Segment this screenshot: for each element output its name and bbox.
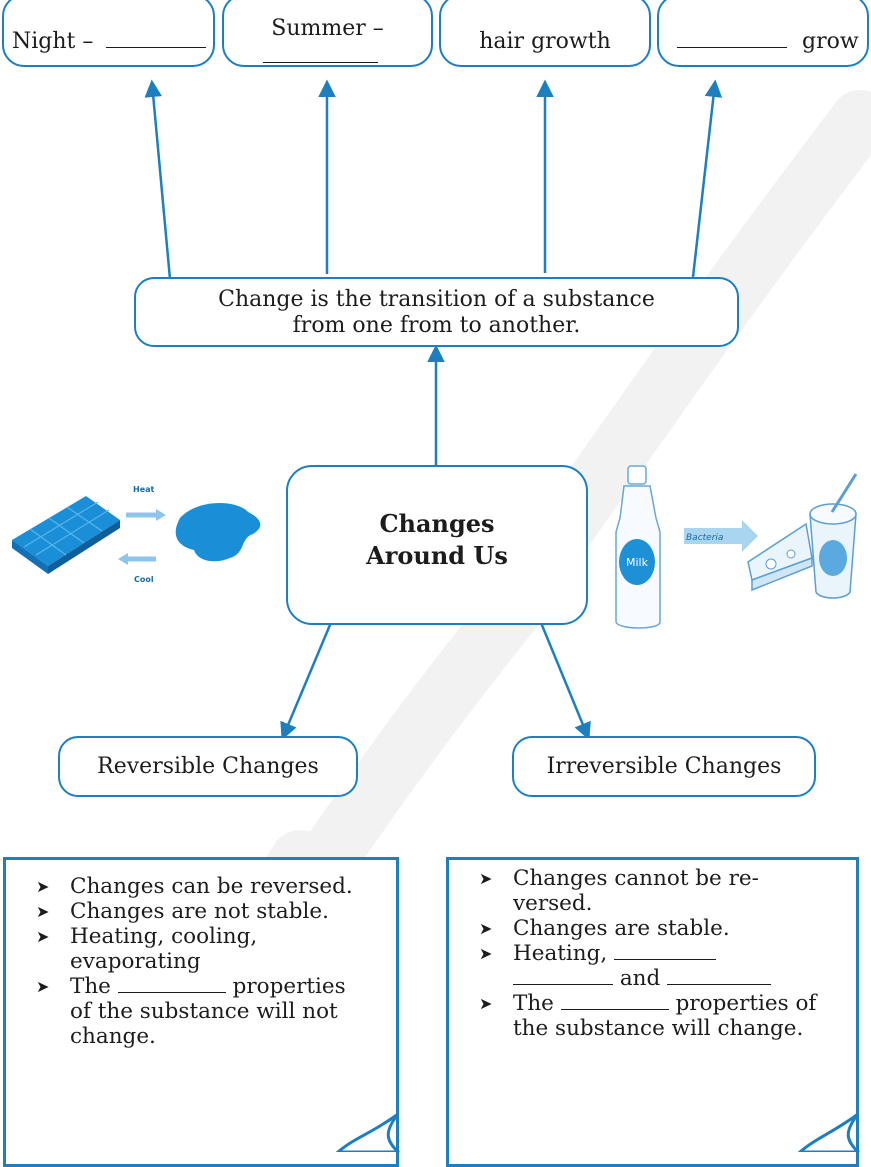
bacteria-label: Bacteria [686, 533, 723, 543]
cheese-icon [747, 522, 813, 592]
list-item: ➤ Changes cannot be re- versed. [479, 866, 759, 916]
milk-to-cheese-illustration: Milk Bacteria [615, 465, 858, 629]
list-item: ➤ The properties of the substance will n… [36, 974, 346, 1049]
irreversible-changes-label: Irreversible Changes [546, 754, 782, 779]
grow-box: grow [657, 0, 869, 67]
hair-growth-box: hair growth [439, 0, 651, 67]
central-title-line-2: Around Us [366, 541, 508, 570]
milk-bottle-icon: Milk [615, 465, 661, 629]
irreversible-changes-box: Irreversible Changes [512, 736, 816, 797]
arrowhead-bullet-icon: ➤ [36, 877, 50, 896]
melting-chocolate-illustration: Heat Cool [12, 485, 261, 584]
page-curl-icon [335, 1112, 401, 1152]
arrowhead-bullet-icon: ➤ [36, 977, 50, 996]
fill-in-blank [513, 966, 613, 985]
list-item: ➤ Changes are not stable. [36, 899, 329, 924]
arrow-to-irreversible [535, 612, 591, 741]
arrow-to-grow [691, 79, 723, 278]
cool-arrow-icon [118, 553, 156, 565]
arrowhead-bullet-icon: ➤ [36, 902, 50, 921]
milk-label: Milk [626, 556, 649, 569]
fill-in-blank [614, 941, 717, 960]
night-blank [106, 29, 207, 48]
page-curl-icon [797, 1112, 861, 1152]
arrow-to-reversible [280, 612, 337, 741]
arrowhead-bullet-icon: ➤ [479, 944, 493, 963]
summer-label: Summer – [271, 16, 384, 41]
arrowhead-bullet-icon: ➤ [479, 869, 493, 888]
bacteria-arrow-icon: Bacteria [684, 520, 758, 552]
fill-in-blank [117, 974, 226, 993]
central-title-line-1: Changes [379, 509, 495, 538]
yogurt-cup-icon [809, 473, 858, 599]
list-item: ➤ Changes are stable. [479, 916, 730, 941]
hair-growth-label: hair growth [479, 29, 611, 54]
arrowhead-bullet-icon: ➤ [479, 994, 493, 1013]
heat-arrow-icon [126, 509, 166, 521]
summer-blank [263, 44, 378, 63]
night-label: Night – [12, 29, 94, 54]
night-box: Night – [2, 0, 215, 67]
chocolate-bar-icon [12, 496, 120, 574]
definition-line-2: from one from to another. [292, 313, 581, 338]
heat-label: Heat [133, 485, 155, 494]
arrow-to-night [144, 79, 172, 280]
grow-blank [677, 29, 787, 48]
summer-box: Summer – [222, 0, 433, 67]
fill-in-blank [560, 991, 669, 1010]
fill-in-blank [667, 966, 772, 985]
list-item: ➤ Heating, and [449, 941, 856, 991]
arrowhead-bullet-icon: ➤ [36, 927, 50, 946]
arrowhead-bullet-icon: ➤ [479, 919, 493, 938]
list-item: ➤ Changes can be reversed. [36, 874, 353, 899]
cool-label: Cool [134, 575, 154, 584]
central-topic-box: Changes Around Us [286, 465, 588, 625]
melted-chocolate-icon [175, 502, 261, 562]
grow-label: grow [802, 29, 859, 54]
reversible-changes-box: Reversible Changes [58, 736, 358, 797]
definition-box: Change is the transition of a substance … [134, 277, 739, 347]
list-item: ➤ The properties of the substance will c… [479, 991, 817, 1041]
list-item: ➤ Heating, cooling, evaporating [36, 924, 258, 974]
definition-line-1: Change is the transition of a substance [218, 287, 655, 312]
reversible-changes-label: Reversible Changes [97, 754, 319, 779]
